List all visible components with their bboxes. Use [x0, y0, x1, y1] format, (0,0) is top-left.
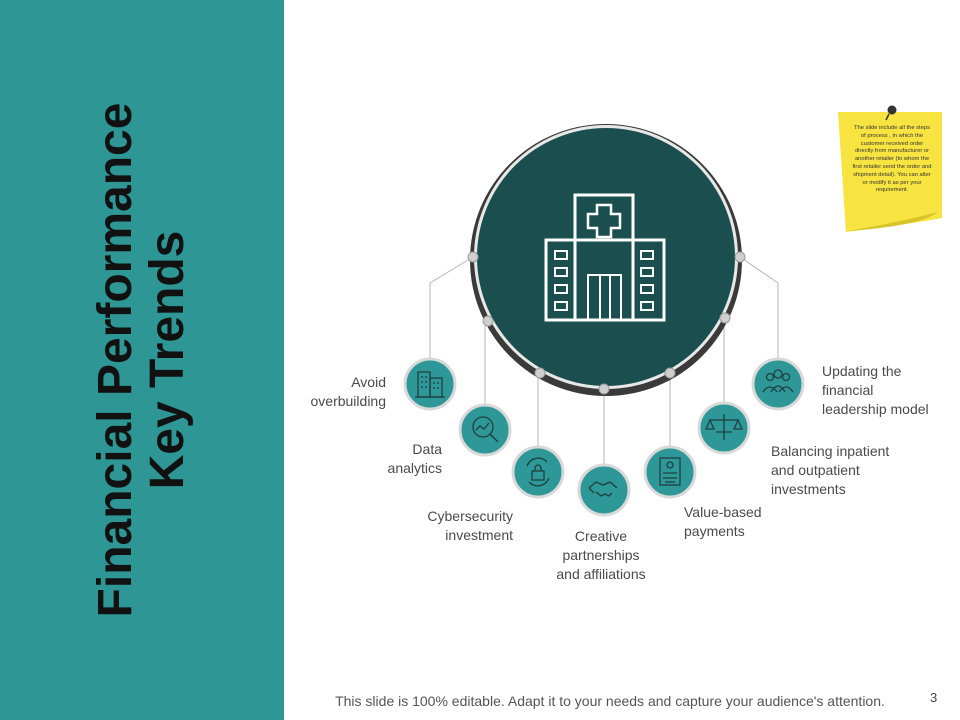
invoice-icon [659, 457, 681, 486]
footer-caption: This slide is 100% editable. Adapt it to… [335, 693, 885, 709]
rim-dot-2 [482, 315, 494, 327]
item-circle-5 [643, 445, 697, 499]
lock-refresh-icon [526, 457, 550, 487]
handshake-icon [588, 481, 618, 497]
rim-dot-7 [734, 251, 746, 263]
magnifier-chart-icon [472, 416, 499, 443]
item-circle-4 [577, 463, 631, 517]
people-group-icon [762, 369, 794, 393]
connector-1 [429, 256, 474, 358]
rim-dot-6 [719, 312, 731, 324]
pin-icon [887, 105, 897, 115]
rim-dot-1 [467, 251, 479, 263]
connector-3 [537, 372, 541, 447]
scale-icon [704, 414, 744, 440]
title-sidebar [0, 0, 284, 720]
connector-7 [739, 256, 779, 358]
hub-circle [477, 128, 735, 386]
hub [470, 124, 742, 396]
page-number: 3 [930, 690, 938, 705]
item-circle-2 [458, 403, 512, 457]
hospital-icon [544, 193, 666, 322]
footer-text: This slide is 100% editable. Adapt it to… [0, 693, 960, 709]
rim-dot-5 [664, 367, 676, 379]
connector-6 [723, 317, 726, 402]
sticky-note [838, 105, 942, 232]
item-circle-3 [511, 445, 565, 499]
sticky-note-text: The slide include all the steps of proce… [852, 125, 932, 194]
item-circle-7 [751, 357, 805, 411]
rim-dot-3 [534, 367, 546, 379]
connector-2 [484, 320, 489, 405]
buildings-icon [415, 371, 445, 398]
rim-dot-4 [598, 383, 610, 395]
